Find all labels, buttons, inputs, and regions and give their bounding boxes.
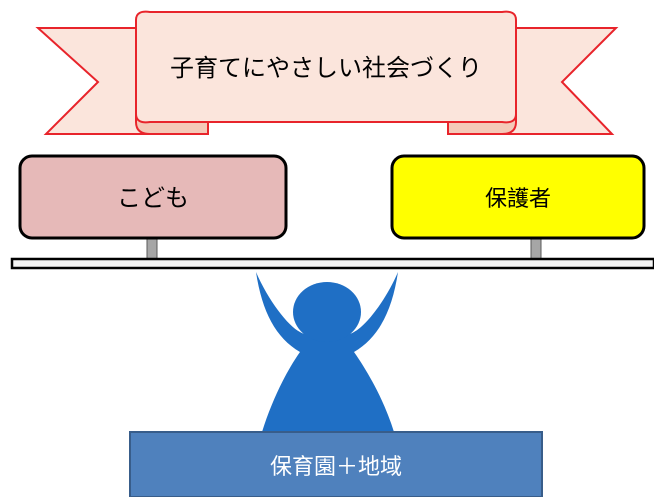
base-label: 保育園＋地域 <box>270 455 402 480</box>
figure-head <box>293 282 361 342</box>
child-label: こども <box>117 184 189 212</box>
figure-body <box>256 272 398 432</box>
ribbon-banner: 子育てにやさしい社会づくり <box>35 10 619 135</box>
guardian-label: 保護者 <box>485 187 551 212</box>
balance-beam <box>10 257 654 270</box>
guardian-box: 保護者 <box>390 154 646 240</box>
ribbon-body <box>135 10 517 124</box>
base-box: 保育園＋地域 <box>129 431 543 497</box>
guardian-post <box>530 235 542 262</box>
banner-title: 子育てにやさしい社会づくり <box>170 54 482 82</box>
person-figure <box>256 272 398 432</box>
child-box: こども <box>18 154 288 240</box>
child-post <box>146 235 158 262</box>
